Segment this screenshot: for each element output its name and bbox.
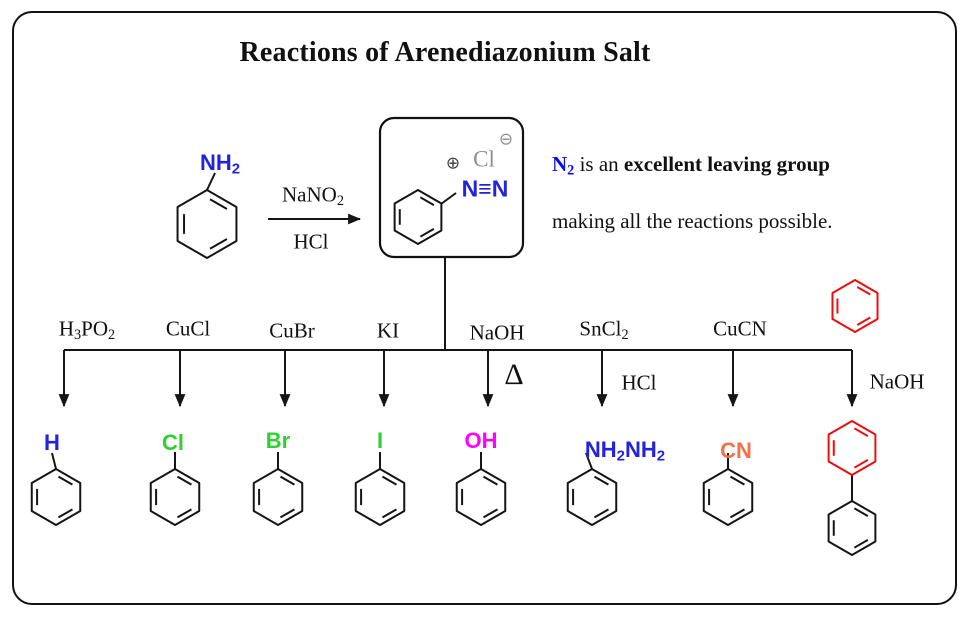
- product-label-cn: CN: [720, 438, 752, 463]
- benzene-ring-icon: [831, 279, 879, 333]
- minus-charge-icon: ⊖: [498, 129, 514, 150]
- double-bond: [856, 316, 871, 326]
- double-bond: [482, 475, 498, 486]
- double-bond: [856, 286, 871, 296]
- product-ring-cl: [149, 468, 201, 526]
- product-label-br: Br: [265, 428, 291, 453]
- benzene-rings: [30, 189, 879, 556]
- double-bond: [853, 539, 869, 549]
- reagent-sncl2: SnCl2: [579, 316, 629, 344]
- double-bond: [419, 196, 435, 206]
- double-bond: [853, 507, 869, 517]
- delta-heat-icon: Δ: [504, 358, 524, 391]
- double-bond: [209, 198, 228, 210]
- biphenyl-bottom-ring: [827, 500, 877, 556]
- diazonium-ring: [393, 189, 443, 245]
- reagent-naoh: NaOH: [469, 320, 525, 345]
- double-bond: [57, 508, 73, 519]
- aniline-ring: [176, 189, 238, 259]
- reagent-cucl: CuCl: [165, 316, 211, 341]
- double-bond: [482, 508, 498, 519]
- reagent-h3po2: H3PO2: [58, 316, 116, 344]
- double-bond: [853, 427, 869, 437]
- product-bond-hydrazine: [585, 452, 593, 470]
- note-line-1: N2 is an excellent leaving group: [552, 152, 830, 179]
- double-bond: [209, 238, 228, 250]
- product-ring-h: [30, 468, 82, 526]
- step1-reagent-below: HCl: [293, 229, 329, 254]
- diazonium-bond: [440, 192, 457, 205]
- product-label-cl: Cl: [162, 430, 184, 455]
- condition-naoh: NaOH: [869, 369, 925, 394]
- reagent-ki: KI: [376, 318, 400, 343]
- double-bond: [176, 475, 192, 486]
- product-label-hydrazine: NH2NH2: [584, 437, 666, 465]
- note-mid: is an: [574, 152, 624, 176]
- double-bond: [593, 508, 609, 519]
- double-bond: [279, 475, 295, 486]
- product-label-i: I: [376, 428, 384, 453]
- outer-border: [12, 11, 957, 605]
- reagent-cubr: CuBr: [269, 318, 315, 343]
- chloride-counterion-label: Cl: [473, 146, 495, 172]
- aniline-nh2-label: NH2: [199, 150, 241, 178]
- double-bond: [176, 508, 192, 519]
- note-emphasis: excellent leaving group: [623, 152, 830, 176]
- double-bond: [381, 475, 397, 486]
- step1-reagent-above: NaNO2: [282, 182, 344, 210]
- reagent-cucn: CuCN: [713, 316, 767, 341]
- note-n2: N2: [552, 152, 575, 179]
- double-bond: [593, 475, 609, 486]
- product-label-h: H: [44, 430, 60, 455]
- azo-group-label: N≡N: [461, 175, 509, 202]
- product-ring-oh: [455, 468, 507, 526]
- double-bond: [729, 475, 745, 486]
- product-ring-cn: [702, 468, 754, 526]
- note-line-2: making all the reactions possible.: [552, 209, 833, 233]
- plus-charge-icon: ⊕: [445, 153, 461, 174]
- product-ring-i: [354, 468, 406, 526]
- product-bond-h: [51, 452, 57, 470]
- product-ring-br: [252, 468, 304, 526]
- double-bond: [57, 475, 73, 486]
- aniline-substituent-bond: [206, 172, 216, 191]
- page-title: Reactions of Arenediazonium Salt: [239, 37, 651, 68]
- double-bond: [419, 228, 435, 238]
- product-label-oh: OH: [464, 428, 498, 453]
- biphenyl-top-ring: [827, 420, 877, 476]
- double-bond: [729, 508, 745, 519]
- product-ring-hydrazine: [566, 468, 618, 526]
- double-bond: [279, 508, 295, 519]
- condition-hcl: HCl: [621, 370, 657, 395]
- double-bond: [853, 459, 869, 469]
- double-bond: [381, 508, 397, 519]
- diazonium-box: [378, 116, 525, 259]
